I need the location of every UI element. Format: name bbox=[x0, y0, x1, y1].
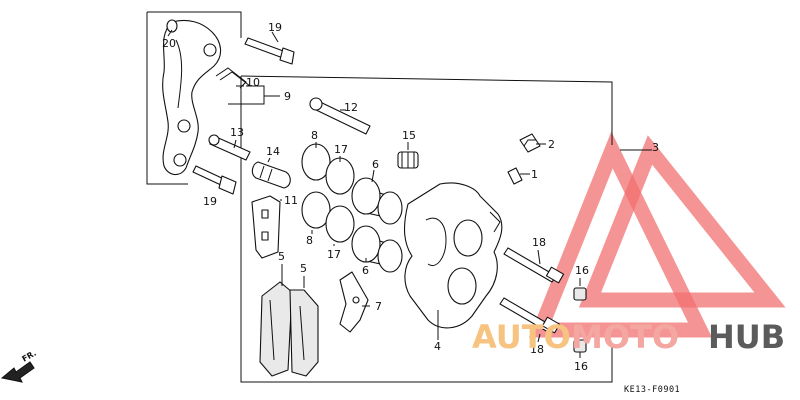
pistons bbox=[351, 177, 403, 273]
label-15: 15 bbox=[402, 129, 416, 142]
assembly-outline bbox=[146, 11, 613, 383]
label-8-lower: 8 bbox=[306, 234, 313, 247]
watermark-hub: HUB bbox=[708, 318, 785, 356]
label-5-left: 5 bbox=[278, 250, 285, 263]
label-5-right: 5 bbox=[300, 262, 307, 275]
label-3: 3 bbox=[652, 141, 659, 154]
label-19-lower: 19 bbox=[203, 195, 217, 208]
label-4: 4 bbox=[434, 340, 441, 353]
front-direction-indicator: FR. bbox=[0, 349, 38, 383]
label-10: 10 bbox=[246, 76, 260, 89]
front-arrow-icon bbox=[0, 361, 35, 383]
watermark-text: AUTO MOTO HUB bbox=[472, 318, 785, 356]
label-8-upper: 8 bbox=[311, 129, 318, 142]
watermark-moto: MOTO bbox=[571, 318, 679, 356]
label-6-lower: 6 bbox=[362, 264, 369, 277]
watermark-auto: AUTO bbox=[472, 318, 571, 356]
label-16-upper: 16 bbox=[575, 264, 589, 277]
front-direction-label: FR. bbox=[21, 349, 38, 364]
washer-20 bbox=[166, 19, 178, 33]
diagram-code: KE13-F0901 bbox=[624, 385, 680, 395]
label-18-upper: 18 bbox=[532, 236, 546, 249]
label-13: 13 bbox=[230, 126, 244, 139]
label-9: 9 bbox=[284, 90, 291, 103]
piston-seals bbox=[301, 143, 355, 243]
label-16-lower: 16 bbox=[574, 360, 588, 373]
label-20: 20 bbox=[162, 37, 176, 50]
label-17-upper: 17 bbox=[334, 143, 348, 156]
boot-14 bbox=[251, 161, 291, 189]
shim-11 bbox=[251, 195, 281, 259]
label-11: 11 bbox=[284, 194, 298, 207]
watermark-triangle-logo bbox=[528, 131, 786, 338]
plugs-16 bbox=[573, 287, 587, 353]
pad-spring-7 bbox=[339, 271, 369, 333]
label-19-upper: 19 bbox=[268, 21, 282, 34]
slide-pin-13 bbox=[208, 134, 251, 161]
caliper-body-4 bbox=[403, 182, 503, 329]
bleed-valve bbox=[507, 133, 541, 185]
bolt-19-lower bbox=[192, 165, 237, 195]
bleeder-cap-15 bbox=[397, 151, 419, 169]
label-6-upper: 6 bbox=[372, 158, 379, 171]
label-7: 7 bbox=[375, 300, 382, 313]
label-18-lower: 18 bbox=[530, 343, 544, 356]
slide-pin-12 bbox=[309, 97, 371, 135]
pad-spring-clip-10 bbox=[215, 67, 251, 89]
label-14: 14 bbox=[266, 145, 280, 158]
label-17-lower: 17 bbox=[327, 248, 341, 261]
label-12: 12 bbox=[344, 101, 358, 114]
label-2: 2 bbox=[548, 138, 555, 151]
leader-lines bbox=[167, 29, 652, 358]
label-1: 1 bbox=[531, 168, 538, 181]
caliper-bracket bbox=[162, 19, 222, 176]
part-number-labels: 20 19 10 9 12 13 14 8 17 6 15 2 1 3 19 1… bbox=[162, 21, 659, 373]
bolt-19-upper bbox=[244, 37, 295, 65]
brake-pads-5 bbox=[259, 281, 319, 377]
hanger-pins-18 bbox=[499, 247, 565, 334]
